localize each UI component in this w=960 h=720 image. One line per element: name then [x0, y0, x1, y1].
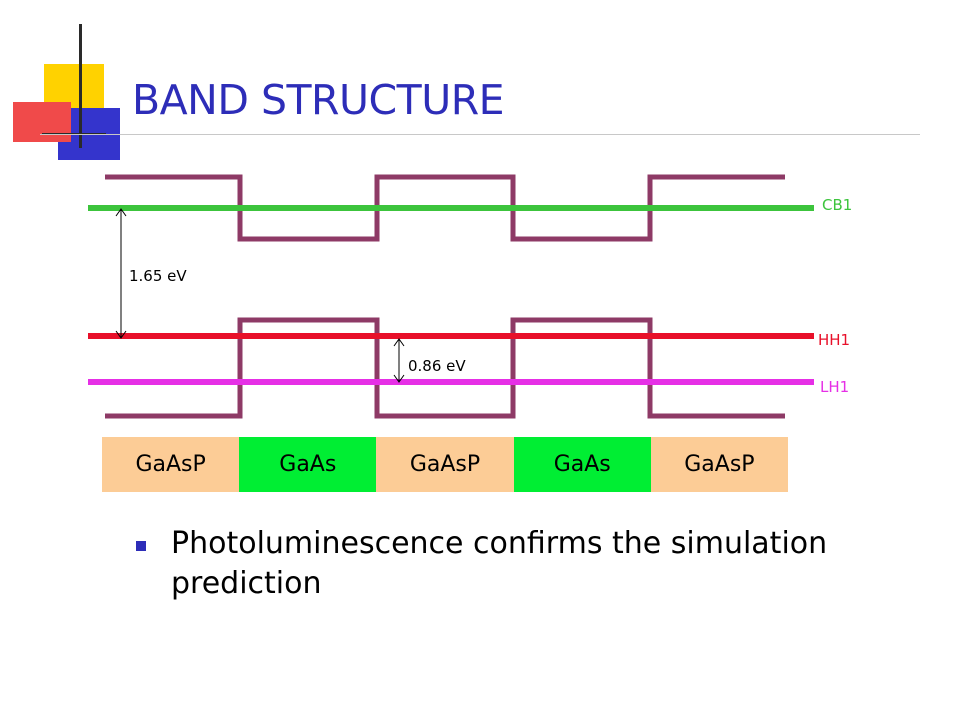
gap-arrow-1-65	[115, 208, 127, 339]
layer-gaasp-3: GaAsP	[650, 437, 789, 492]
gap-arrow-0-86	[393, 338, 405, 383]
layer-gaasp-2: GaAsP	[376, 437, 514, 492]
layer-gaasp-1: GaAsP	[102, 437, 240, 492]
material-layers: GaAsP GaAs GaAsP GaAs GaAsP	[102, 437, 789, 492]
bullet-square-icon	[136, 541, 146, 551]
hh1-label: HH1	[818, 331, 850, 349]
layer-gaas-2: GaAs	[513, 437, 651, 492]
valence-band-profile	[105, 317, 785, 419]
slide-title: BAND STRUCTURE	[132, 76, 505, 124]
gap-label-0-86: 0.86 eV	[408, 357, 466, 375]
logo-vertical-line	[79, 24, 82, 148]
cb1-label: CB1	[822, 196, 852, 214]
bullet-text: Photoluminescence confirms the simulatio…	[171, 526, 828, 601]
layer-gaas-1: GaAs	[239, 437, 377, 492]
logo-red-square	[13, 102, 71, 142]
gap-label-1-65: 1.65 eV	[129, 267, 187, 285]
title-divider	[40, 134, 920, 135]
lh1-label: LH1	[820, 378, 849, 396]
